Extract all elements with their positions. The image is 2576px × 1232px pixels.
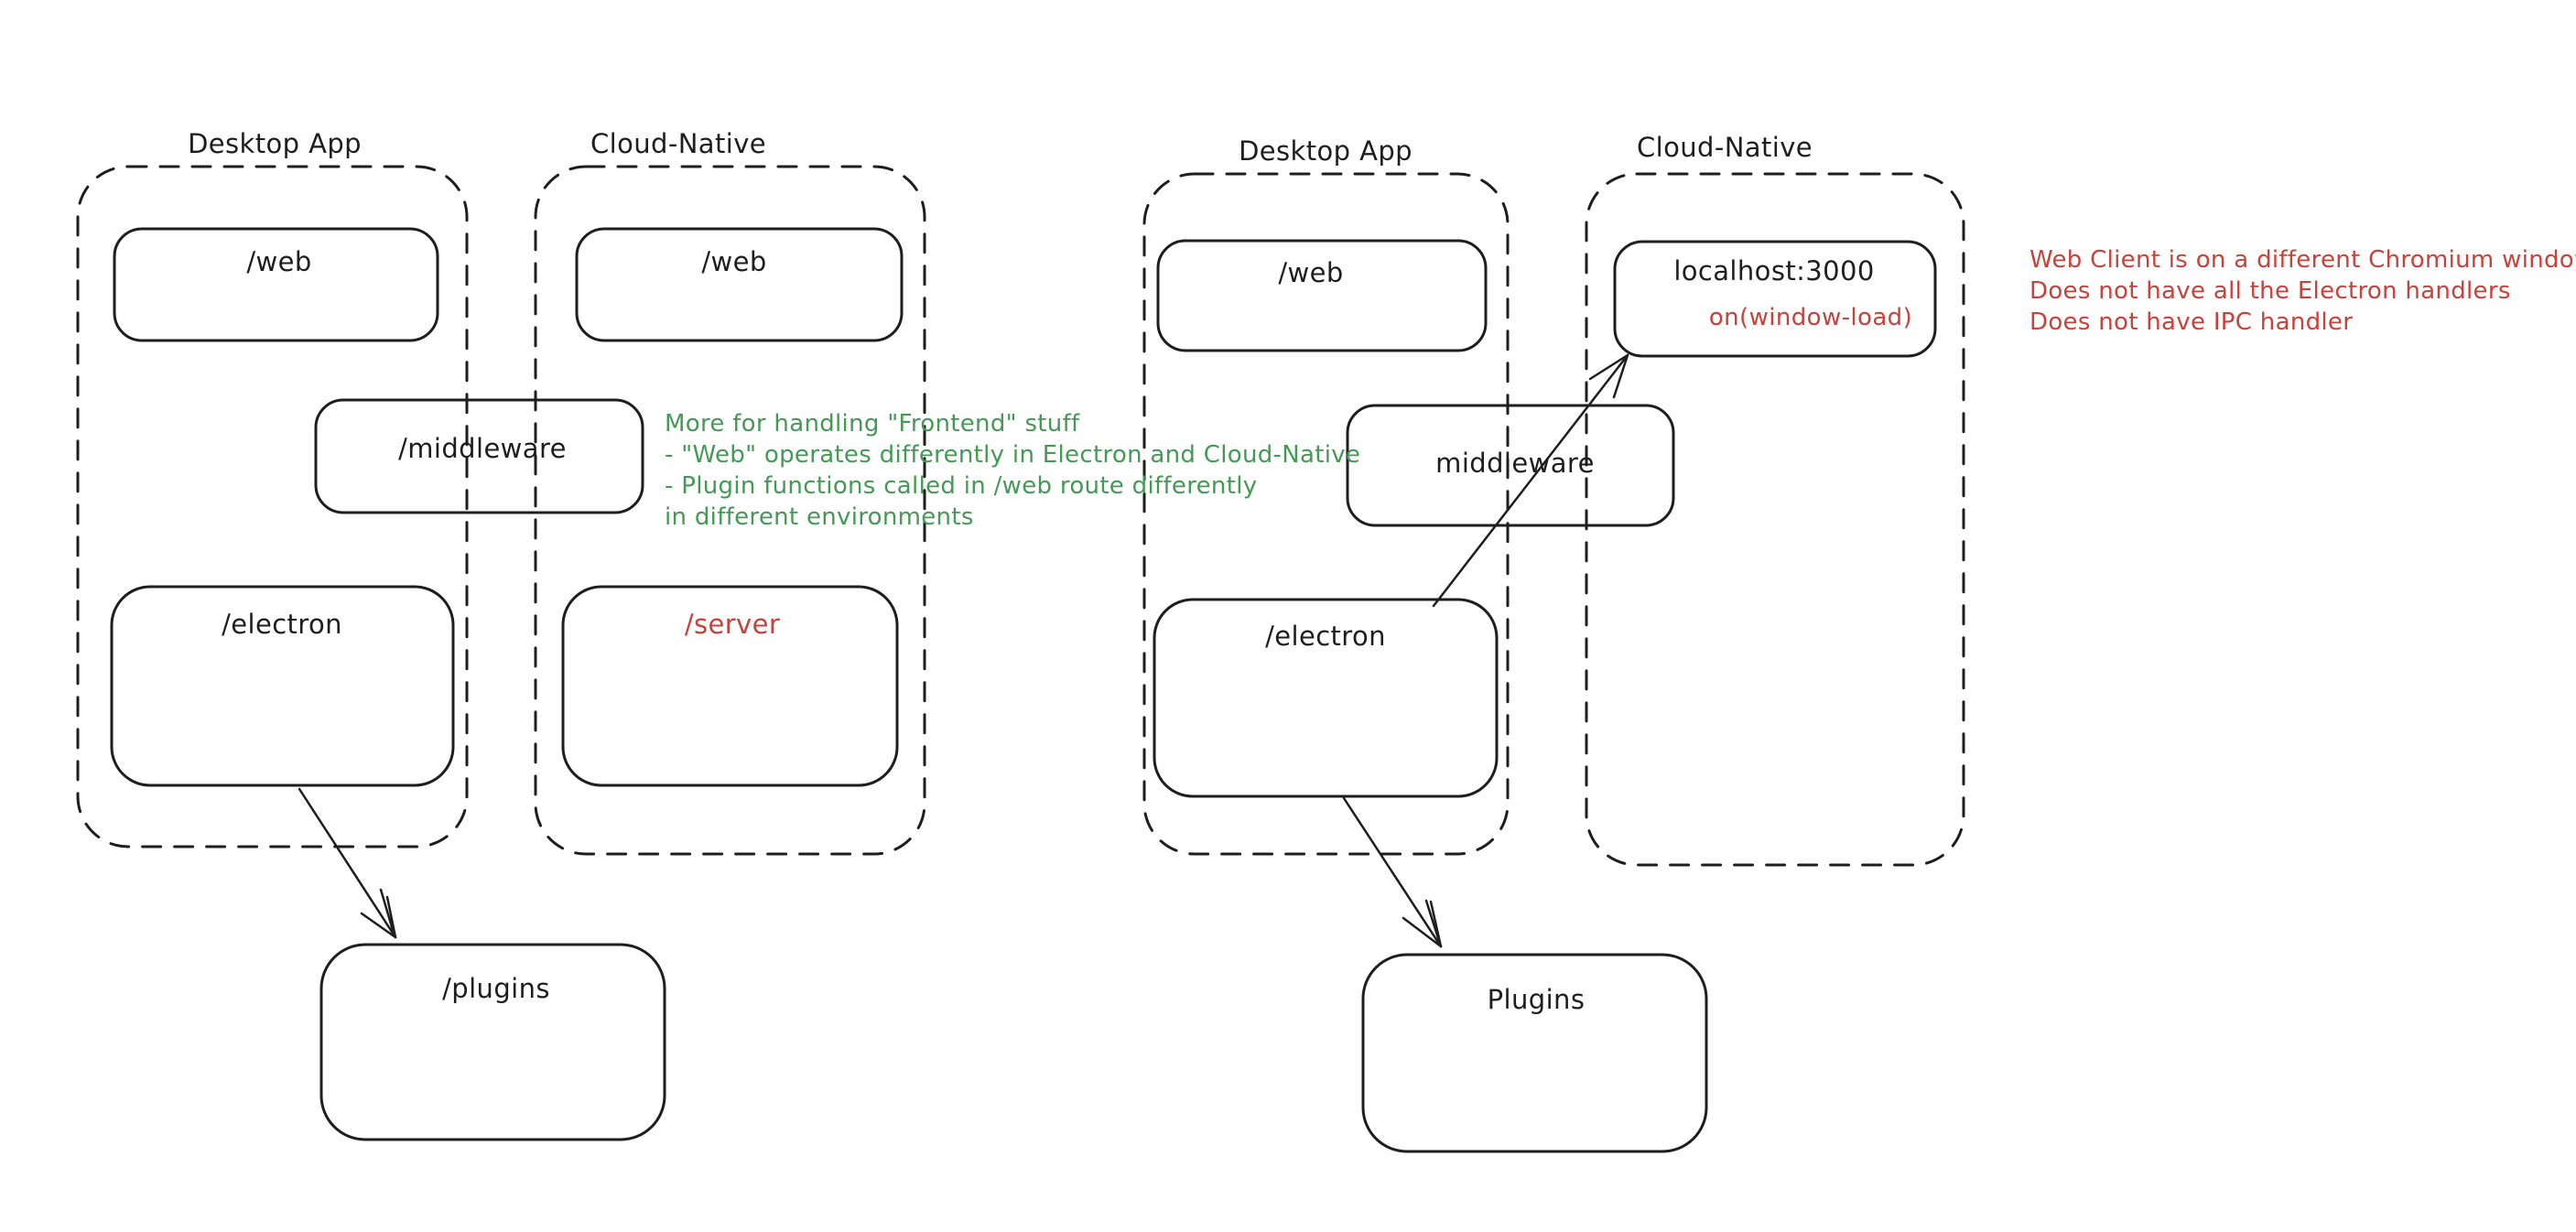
right-web-box [1156, 239, 1488, 352]
left-desktop-app-title: Desktop App [188, 128, 362, 159]
right-plugins-box [1361, 953, 1708, 1153]
right-red-annotation: Web Client is on a different Chromium wi… [2029, 244, 2576, 338]
left-green-annotation: More for handling "Frontend" stuff - "We… [665, 408, 1360, 533]
right-web-label: /web [1278, 257, 1344, 288]
left-desktop-web-box [113, 227, 439, 342]
left-cloud-web-label: /web [701, 246, 767, 277]
arrow-right-electron-to-plugins [1342, 796, 1443, 948]
right-middleware-label: middleware [1435, 448, 1595, 479]
left-server-label: /server [684, 609, 781, 640]
left-middleware-box [314, 398, 644, 514]
left-plugins-label: /plugins [442, 973, 550, 1004]
annotation-line: - Plugin functions called in /web route … [665, 472, 1258, 500]
left-cloud-native-container [534, 165, 926, 856]
right-middleware-box [1346, 404, 1675, 527]
right-window-load-label: on(window-load) [1708, 304, 1913, 331]
right-localhost-box [1613, 240, 1937, 358]
right-electron-box [1153, 598, 1499, 798]
right-desktop-app-title: Desktop App [1239, 135, 1412, 167]
arrow-left-electron-to-plugins [298, 787, 397, 939]
left-desktop-app-container [76, 165, 469, 848]
right-electron-label: /electron [1265, 621, 1386, 652]
right-plugins-label: Plugins [1487, 984, 1586, 1015]
left-middleware-label: /middleware [398, 433, 567, 464]
right-desktop-app-container [1142, 172, 1510, 856]
left-cloud-native-title: Cloud-Native [590, 128, 766, 159]
annotation-line: Web Client is on a different Chromium wi… [2029, 246, 2576, 274]
right-cloud-native-container [1585, 172, 1965, 867]
left-electron-box [110, 585, 455, 787]
left-server-box [561, 585, 899, 787]
annotation-line: - "Web" operates differently in Electron… [665, 441, 1361, 469]
left-electron-label: /electron [222, 609, 342, 640]
right-cloud-native-title: Cloud-Native [1637, 132, 1813, 163]
annotation-line: in different environments [665, 503, 974, 531]
left-desktop-web-label: /web [246, 246, 312, 277]
left-cloud-web-box [575, 227, 904, 342]
right-localhost-label: localhost:3000 [1673, 255, 1875, 286]
arrow-right-electron-to-localhost [1432, 353, 1629, 608]
annotation-line: Does not have all the Electron handlers [2029, 277, 2511, 305]
left-plugins-box [319, 943, 666, 1141]
annotation-line: Does not have IPC handler [2029, 308, 2354, 336]
annotation-line: More for handling "Frontend" stuff [665, 410, 1080, 438]
